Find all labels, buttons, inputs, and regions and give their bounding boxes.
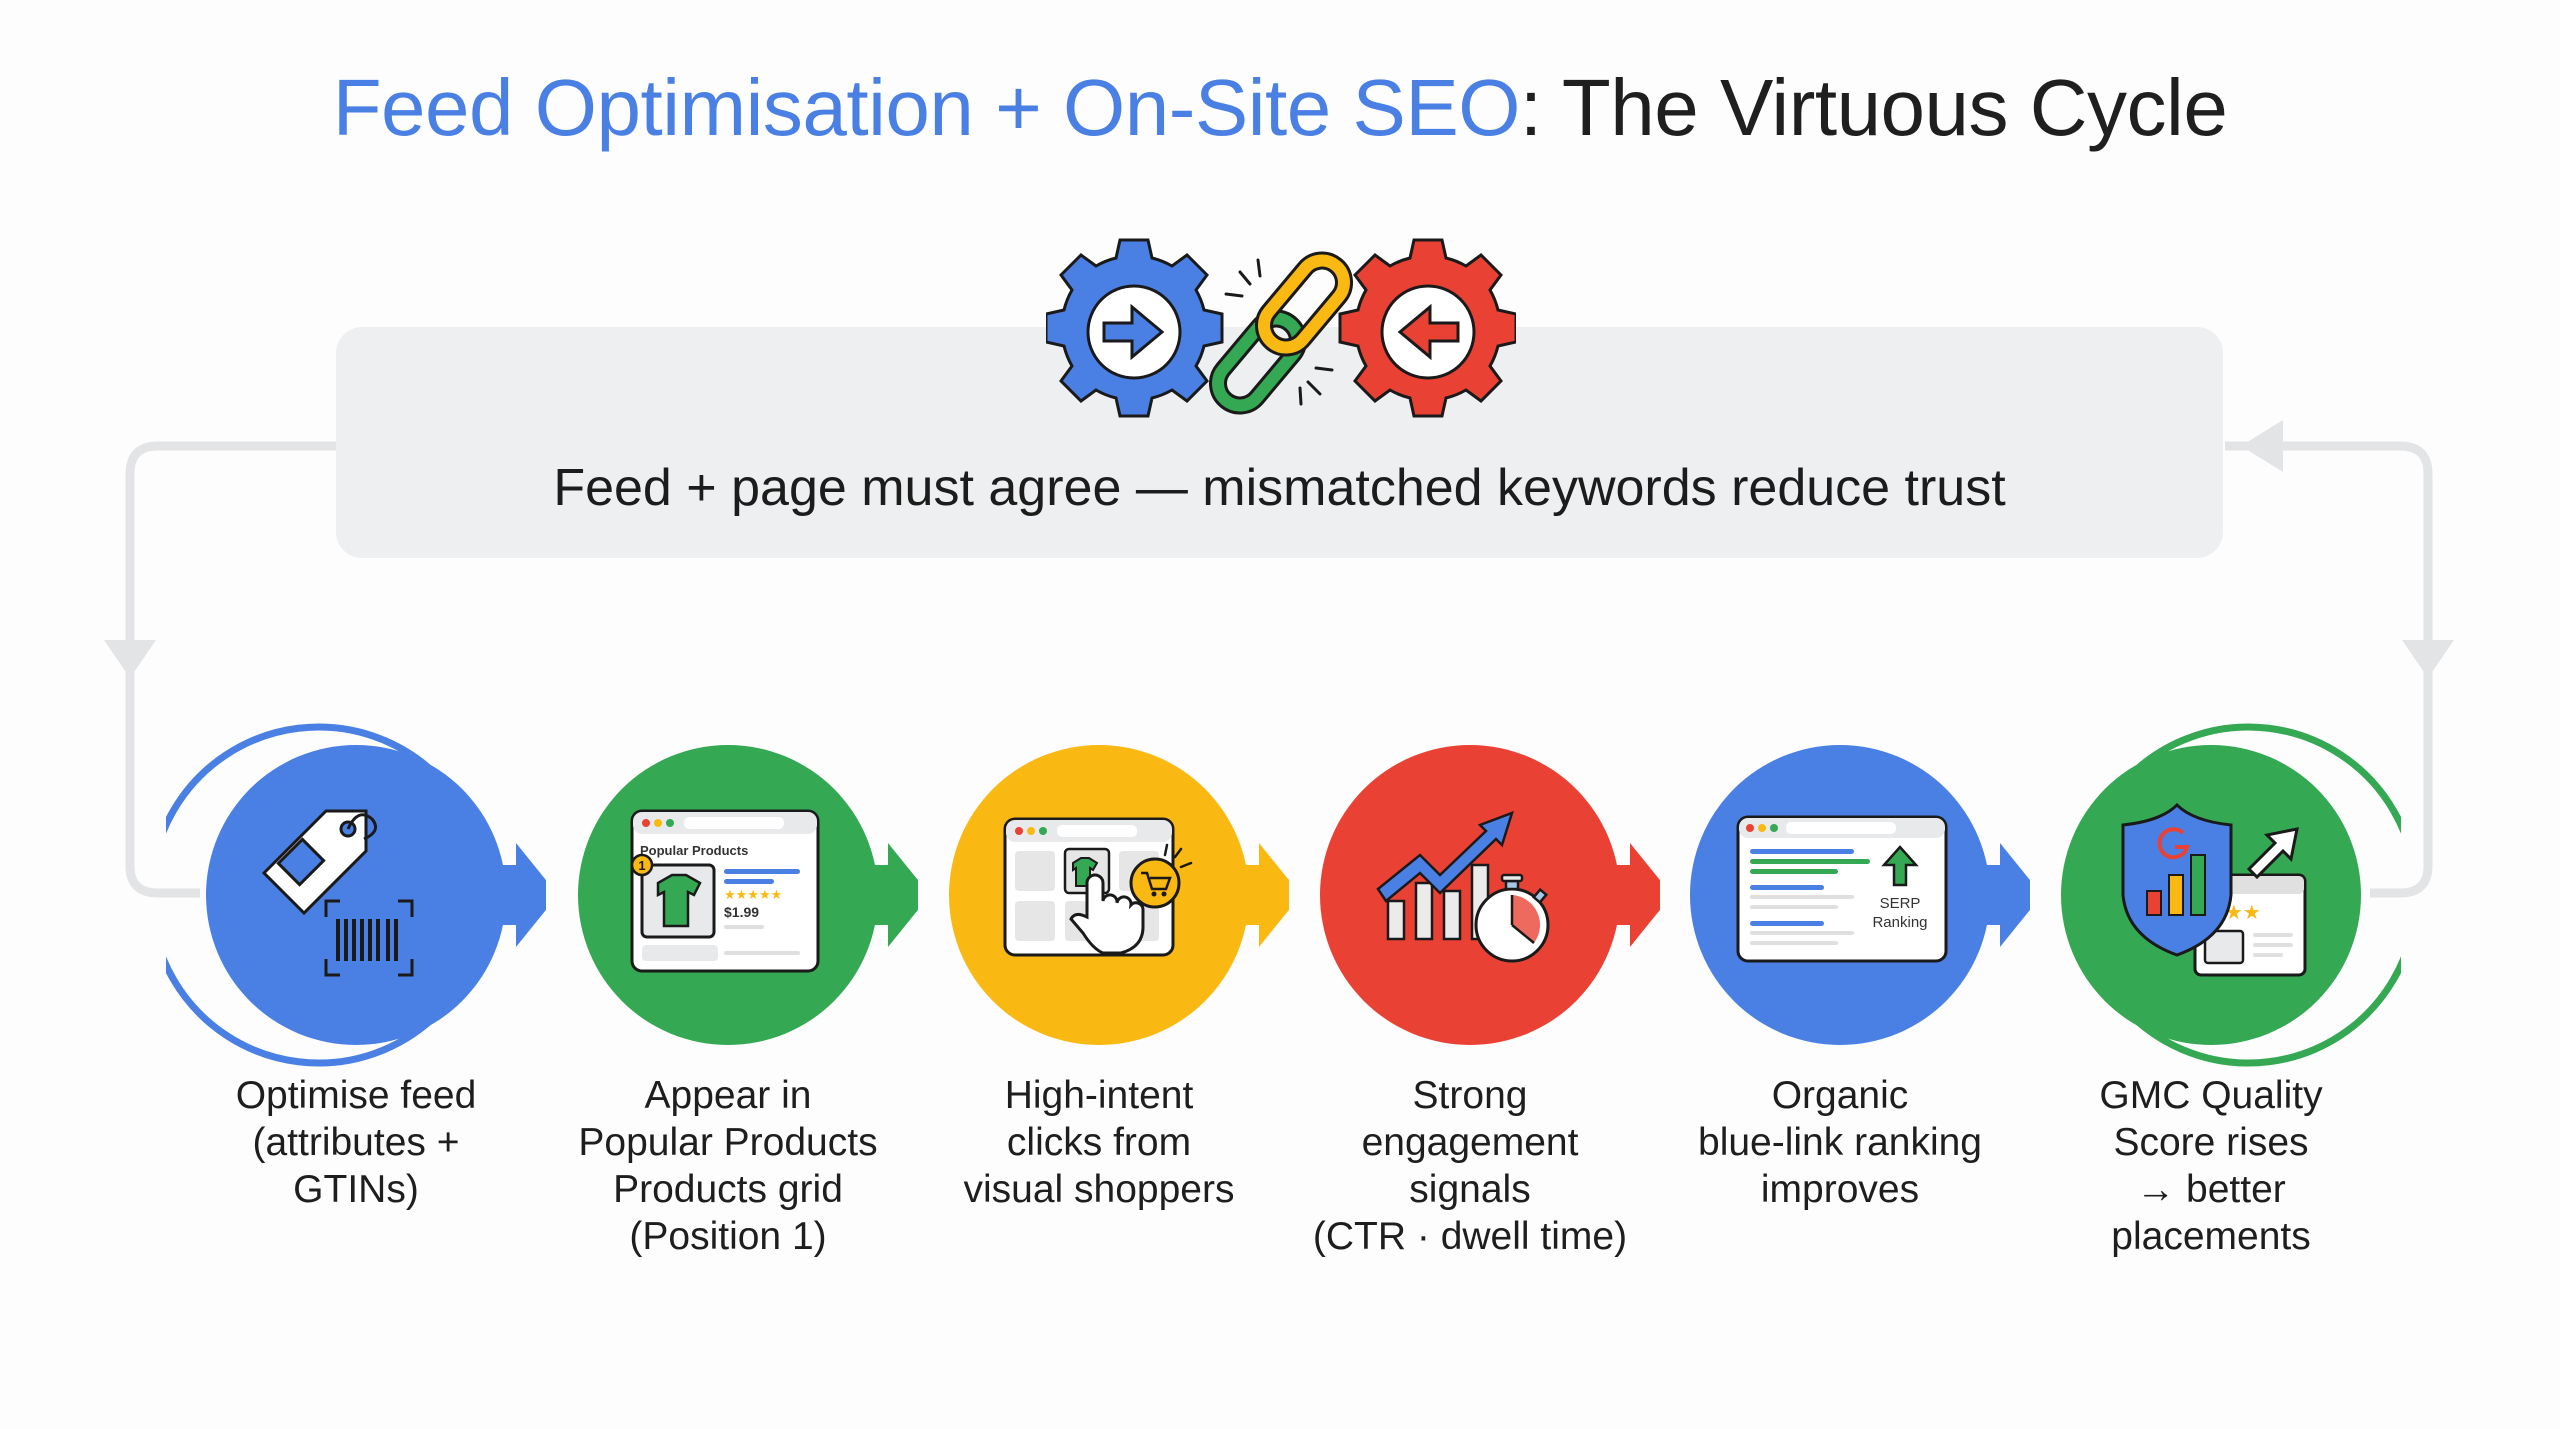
trend-chart-stopwatch-icon bbox=[1376, 810, 1550, 963]
step-label: Strong engagement signals (CTR · dwell t… bbox=[1312, 1074, 1628, 1258]
svg-text:★★★★★: ★★★★★ bbox=[724, 888, 782, 903]
blue-gear-icon bbox=[1046, 238, 1224, 418]
page-title: Feed Optimisation + On-Site SEO: The Vir… bbox=[0, 62, 2560, 154]
step-label: GMC Quality Score rises → better placeme… bbox=[2099, 1074, 2323, 1258]
step-label: High-intent clicks from visual shoppers bbox=[963, 1074, 1235, 1211]
gears-linked-chain-icon bbox=[1046, 238, 1516, 418]
step-gmc-quality-score: ★★★ bbox=[2021, 705, 2401, 1085]
quality-shield-rating-icon: ★★★ bbox=[2121, 802, 2307, 977]
right-loop-left-arrow-icon bbox=[2241, 420, 2283, 472]
step-ring bbox=[2079, 723, 2401, 1067]
step-disc bbox=[206, 745, 506, 1045]
title-rest: : The Virtuous Cycle bbox=[1519, 63, 2228, 152]
step-disc bbox=[1320, 745, 1620, 1045]
step-label: Appear in Popular Products Products grid… bbox=[578, 1074, 878, 1258]
title-highlight: Feed Optimisation + On-Site SEO bbox=[332, 63, 1521, 152]
step-popular-products: Popular Products 1 ★★★★★ $1.99 bbox=[538, 705, 918, 1085]
step-high-intent-clicks bbox=[909, 705, 1289, 1085]
left-loop-down-arrow-icon bbox=[104, 640, 156, 678]
click-shopping-cart-icon bbox=[1003, 817, 1193, 957]
flow-arrow-icon bbox=[476, 843, 546, 947]
red-gear-icon bbox=[1338, 238, 1516, 418]
step-ring bbox=[166, 723, 488, 1067]
step-label: Organic blue-link ranking improves bbox=[1698, 1074, 1982, 1211]
step-engagement-signals bbox=[1280, 705, 1660, 1085]
step-label: Optimise feed (attributes + GTINs) bbox=[235, 1074, 477, 1211]
banner-text: Feed + page must agree — mismatched keyw… bbox=[553, 459, 2006, 517]
flow-arrow-icon bbox=[1219, 843, 1289, 947]
svg-text:SERP: SERP bbox=[1880, 895, 1921, 912]
svg-text:$1.99: $1.99 bbox=[724, 904, 759, 920]
svg-text:1: 1 bbox=[638, 858, 645, 873]
chain-link-icon bbox=[1209, 251, 1353, 415]
svg-text:Popular Products: Popular Products bbox=[640, 843, 748, 858]
right-loop-down-arrow-icon bbox=[2402, 640, 2454, 678]
flow-arrow-icon bbox=[1960, 843, 2030, 947]
serp-ranking-browser-icon: SERP Ranking bbox=[1736, 815, 1948, 963]
flow-arrow-icon bbox=[848, 843, 918, 947]
step-optimise-feed bbox=[166, 705, 546, 1085]
step-organic-ranking: SERP Ranking bbox=[1650, 705, 2030, 1085]
price-tag-barcode-icon bbox=[261, 809, 414, 977]
flow-arrow-icon bbox=[1590, 843, 1660, 947]
svg-text:Ranking: Ranking bbox=[1872, 914, 1927, 931]
popular-products-browser-icon: Popular Products 1 ★★★★★ $1.99 bbox=[630, 809, 820, 973]
